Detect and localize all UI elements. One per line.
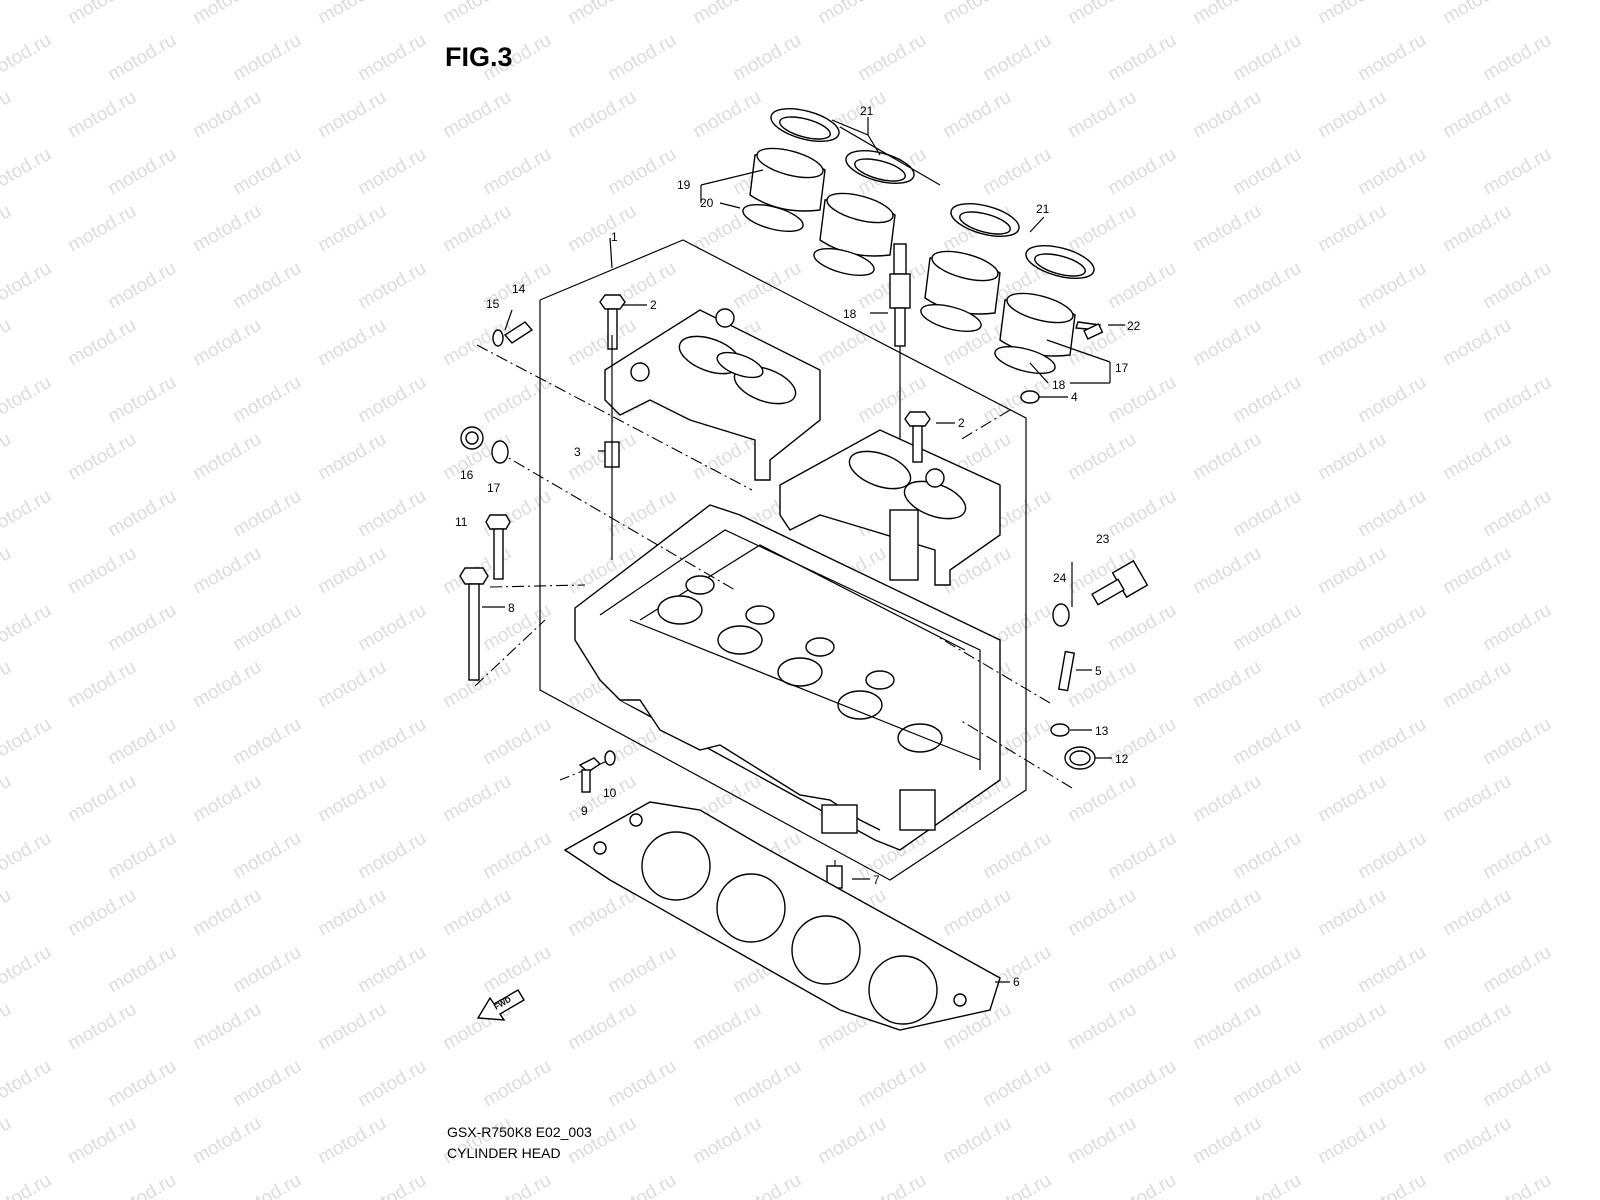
callout-21: 21	[1036, 202, 1050, 216]
bolt-8	[459, 567, 489, 681]
callout-14: 14	[512, 282, 526, 296]
callout-18: 18	[1052, 378, 1066, 392]
callout-19: 19	[677, 178, 691, 192]
cylinder-head-frame	[539, 237, 1027, 881]
pin-5	[1057, 650, 1076, 692]
callout-8: 8	[508, 601, 515, 615]
bolt-2-lower	[904, 411, 931, 463]
callout-2: 2	[958, 416, 965, 430]
callout-13: 13	[1095, 724, 1109, 738]
intake-boots-lower	[920, 203, 1101, 375]
callout-4: 4	[1071, 390, 1078, 404]
callout-3: 3	[574, 445, 581, 459]
fwd-arrow-icon: FWD	[476, 989, 525, 1021]
figure-label: FIG.3	[445, 42, 513, 72]
bolt-2-upper	[599, 294, 626, 350]
cylinder-head-body	[574, 504, 1001, 851]
cam-holder-left	[604, 308, 821, 481]
dowel-3	[604, 335, 620, 560]
callout-12: 12	[1115, 752, 1129, 766]
callout-11: 11	[455, 515, 468, 529]
callout-labels: 1 2 2 3 4 5 6 7 8 9 10 11 12 13 14 15 16…	[455, 104, 1141, 989]
bolt-11	[485, 514, 511, 580]
sensor-plug-18	[889, 243, 911, 480]
callout-9: 9	[581, 804, 588, 818]
washer-4	[1020, 390, 1040, 404]
fitting-14-15	[492, 321, 534, 347]
callout-23: 23	[1096, 532, 1110, 546]
callout-18: 18	[843, 307, 857, 321]
callout-17: 17	[1115, 361, 1129, 375]
callout-22: 22	[1127, 319, 1141, 333]
washer-24	[1052, 603, 1070, 627]
callout-17: 17	[487, 481, 501, 495]
callout-21: 21	[860, 104, 874, 118]
callout-5: 5	[1095, 664, 1102, 678]
callout-6: 6	[1013, 975, 1020, 989]
intake-boots-upper	[742, 108, 941, 277]
gasket-17-small	[491, 440, 509, 464]
sensor-23	[1091, 559, 1149, 606]
model-code: GSX-R750K8 E02_003	[447, 1124, 592, 1140]
bolt-9-washer-10	[578, 750, 616, 793]
seal-12	[1064, 746, 1096, 770]
callout-20: 20	[700, 196, 714, 210]
oring-13	[1050, 723, 1070, 737]
callout-16: 16	[460, 468, 474, 482]
plug-16	[460, 426, 484, 450]
callout-leaders	[482, 117, 1125, 983]
callout-1: 1	[611, 230, 618, 244]
screw-22	[1083, 323, 1104, 340]
head-gasket-6	[563, 801, 1001, 1031]
diagram-name: CYLINDER HEAD	[447, 1145, 561, 1161]
cam-holder-right	[779, 429, 1001, 586]
callout-2: 2	[650, 298, 657, 312]
callout-24: 24	[1053, 571, 1067, 585]
callout-15: 15	[486, 297, 500, 311]
assembly-guide-lines	[474, 344, 1073, 890]
callout-7: 7	[873, 873, 880, 887]
callout-10: 10	[603, 786, 617, 800]
